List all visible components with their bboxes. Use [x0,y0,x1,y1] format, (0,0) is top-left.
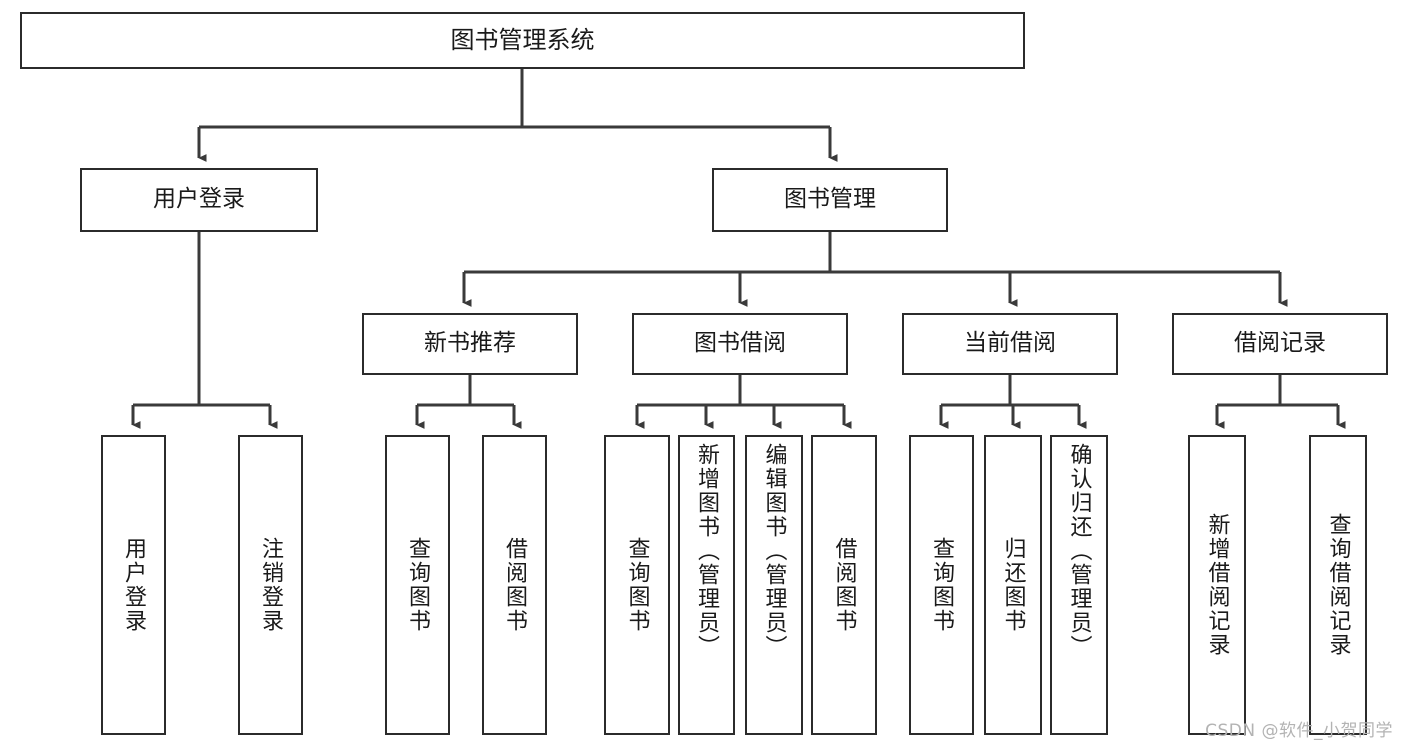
node-borrow-record[interactable]: 借阅记录 [1172,313,1388,375]
node-label: 归还图书 [1000,537,1026,633]
node-label: 当前借阅 [964,330,1056,357]
node-leaf-borrow-book-1[interactable]: 借阅图书 [482,435,547,735]
node-label: 查询借阅记录 [1325,513,1351,657]
node-label: 借阅记录 [1234,330,1326,357]
node-label: 注销登录 [258,537,284,633]
node-root-system[interactable]: 图书管理系统 [20,12,1025,69]
node-new-book-recommend[interactable]: 新书推荐 [362,313,578,375]
node-leaf-borrow-book-2[interactable]: 借阅图书 [811,435,877,735]
node-label: 编辑图书（管理员） [761,443,787,659]
node-leaf-add-book[interactable]: 新增图书（管理员） [678,435,735,735]
node-label: 用户登录 [153,186,245,213]
csdn-watermark: CSDN @软件_小贺同学 [1205,721,1393,741]
node-label: 用户登录 [121,537,147,633]
node-leaf-add-record[interactable]: 新增借阅记录 [1188,435,1246,735]
node-leaf-logout-login[interactable]: 注销登录 [238,435,303,735]
node-leaf-query-book-2[interactable]: 查询图书 [604,435,670,735]
node-label: 图书借阅 [694,330,786,357]
node-leaf-query-book-1[interactable]: 查询图书 [385,435,450,735]
node-label: 借阅图书 [502,537,528,633]
node-leaf-query-book-3[interactable]: 查询图书 [909,435,974,735]
node-user-login[interactable]: 用户登录 [80,168,318,232]
node-label: 新增图书（管理员） [694,443,720,659]
node-label: 查询图书 [624,537,650,633]
node-current-borrow[interactable]: 当前借阅 [902,313,1118,375]
node-leaf-query-record[interactable]: 查询借阅记录 [1309,435,1367,735]
node-leaf-confirm-return[interactable]: 确认归还（管理员） [1050,435,1108,735]
node-label: 图书管理 [784,186,876,213]
node-leaf-return-book[interactable]: 归还图书 [984,435,1042,735]
node-label: 借阅图书 [831,537,857,633]
node-book-manage[interactable]: 图书管理 [712,168,948,232]
node-leaf-user-login[interactable]: 用户登录 [101,435,166,735]
node-label: 图书管理系统 [450,26,595,55]
node-book-borrow[interactable]: 图书借阅 [632,313,848,375]
node-leaf-edit-book[interactable]: 编辑图书（管理员） [745,435,803,735]
node-label: 新书推荐 [424,330,516,357]
node-label: 查询图书 [929,537,955,633]
node-label: 查询图书 [405,537,431,633]
node-label: 确认归还（管理员） [1066,443,1092,659]
node-label: 新增借阅记录 [1204,513,1230,657]
